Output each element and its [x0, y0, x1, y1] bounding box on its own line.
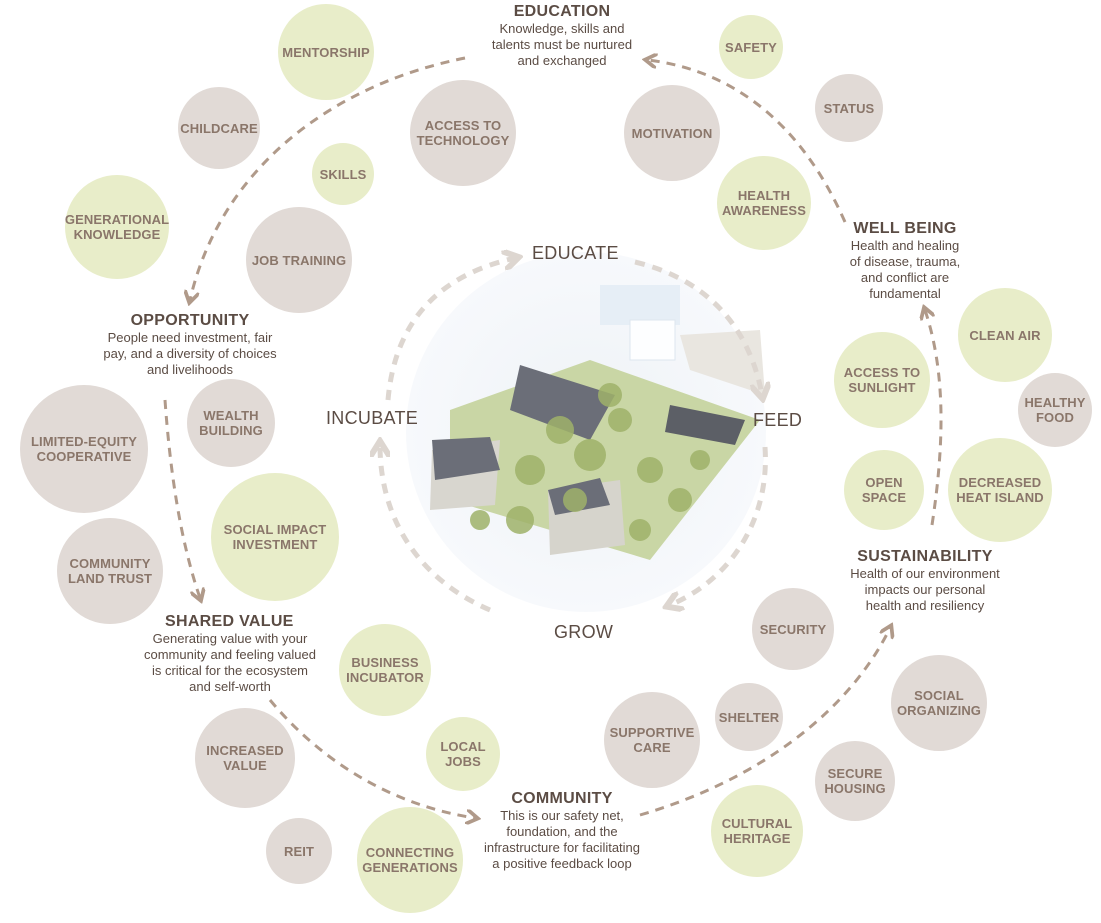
group-title: SUSTAINABILITY [857, 548, 993, 565]
group-desc: This is our safety net, foundation, and … [483, 808, 641, 871]
arrow-sharedvalue-to-community [268, 699, 475, 818]
bubble-label: CHILDCARE [180, 120, 258, 136]
arrow-grow-to-incubate [380, 445, 491, 613]
bubble-local-jobs: LOCAL JOBS [426, 717, 500, 791]
bubble-label: SKILLS [319, 166, 367, 182]
group-title: WELL BEING [853, 220, 957, 237]
bubble-open-space: OPEN SPACE [844, 450, 924, 530]
bubble-community-land-trust: COMMUNITY LAND TRUST [57, 518, 163, 624]
bubble-label: SUPPORTIVE CARE [609, 725, 695, 755]
arrow-community-to-sustainability [639, 628, 890, 817]
arrow-wellbeing-to-education [648, 60, 847, 223]
bubble-label: ACCESS TO TECHNOLOGY [416, 118, 510, 148]
bubble-health-awareness: HEALTH AWARENESS [717, 156, 811, 250]
bubble-skills: SKILLS [312, 143, 374, 205]
arrow-sustainability-to-wellbeing [925, 310, 943, 526]
bubble-label: BUSINESS INCUBATOR [346, 655, 424, 685]
bubble-security: SECURITY [752, 588, 834, 670]
group-desc: Health and healing of disease, trauma, a… [849, 238, 961, 301]
bubble-limited-equity-cooperative: LIMITED-EQUITY COOPERATIVE [20, 385, 148, 513]
bubble-label: CLEAN AIR [969, 327, 1041, 343]
arrow-educate-to-feed [634, 259, 762, 395]
cycle-label-educate: EDUCATE [532, 243, 619, 263]
bubble-clean-air: CLEAN AIR [958, 288, 1052, 382]
bubble-label: WEALTH BUILDING [199, 408, 263, 438]
group-education: EDUCATION Knowledge, skills and talents … [462, 3, 662, 69]
bubble-decreased-heat-island: DECREASED HEAT ISLAND [948, 438, 1052, 542]
bubble-social-impact-investment: SOCIAL IMPACT INVESTMENT [211, 473, 339, 601]
bubble-label: SOCIAL IMPACT INVESTMENT [223, 522, 327, 552]
bubble-healthy-food: HEALTHY FOOD [1018, 373, 1092, 447]
bubble-label: HEALTH AWARENESS [722, 188, 806, 218]
bubble-access-to-sunlight: ACCESS TO SUNLIGHT [834, 332, 930, 428]
group-desc: Knowledge, skills and talents must be nu… [491, 21, 633, 68]
group-desc: Health of our environment impacts our pe… [850, 566, 1000, 613]
bubble-secure-housing: SECURE HOUSING [815, 741, 895, 821]
arrow-education-to-opportunity [190, 56, 466, 300]
bubble-label: JOB TRAINING [251, 252, 347, 268]
group-desc: Generating value with your community and… [144, 631, 316, 694]
bubble-cultural-heritage: CULTURAL HERITAGE [711, 785, 803, 877]
bubble-label: DECREASED HEAT ISLAND [956, 475, 1044, 505]
bubble-status: STATUS [815, 74, 883, 142]
group-title: COMMUNITY [511, 790, 613, 807]
group-desc: People need investment, fair pay, and a … [103, 330, 277, 377]
arrow-opportunity-to-sharedvalue [163, 399, 200, 598]
bubble-generational-knowledge: GENERATIONAL KNOWLEDGE [65, 175, 169, 279]
group-title: OPPORTUNITY [130, 312, 250, 329]
bubble-label: REIT [283, 843, 314, 859]
bubble-label: COMMUNITY LAND TRUST [67, 556, 153, 586]
bubble-label: MOTIVATION [631, 125, 713, 141]
bubble-label: OPEN SPACE [861, 475, 907, 505]
bubble-job-training: JOB TRAINING [246, 207, 352, 313]
bubble-supportive-care: SUPPORTIVE CARE [604, 692, 700, 788]
bubble-label: HEALTHY FOOD [1024, 395, 1086, 425]
group-title: SHARED VALUE [165, 613, 294, 630]
bubble-label: MENTORSHIP [282, 44, 370, 60]
cycle-label-incubate: INCUBATE [326, 408, 419, 428]
group-title: EDUCATION [513, 3, 611, 20]
bubble-childcare: CHILDCARE [178, 87, 260, 169]
bubble-label: ACCESS TO SUNLIGHT [843, 365, 921, 395]
group-opportunity: OPPORTUNITY People need investment, fair… [95, 312, 285, 378]
bubble-increased-value: INCREASED VALUE [195, 708, 295, 808]
bubble-label: GENERATIONAL KNOWLEDGE [64, 212, 170, 242]
group-shared-value: SHARED VALUE Generating value with your … [125, 613, 335, 695]
site-aerial-render [406, 252, 766, 612]
group-community: COMMUNITY This is our safety net, founda… [462, 790, 662, 872]
bubble-label: SECURE HOUSING [824, 766, 886, 796]
bubble-shelter: SHELTER [715, 683, 783, 751]
bubble-mentorship: MENTORSHIP [278, 4, 374, 100]
bubble-access-to-technology: ACCESS TO TECHNOLOGY [410, 80, 516, 186]
bubble-label: SAFETY [725, 39, 777, 55]
cycle-label-feed: FEED [753, 410, 803, 430]
bubble-social-organizing: SOCIAL ORGANIZING [891, 655, 987, 751]
bubble-motivation: MOTIVATION [624, 85, 720, 181]
bubble-label: CONNECTING GENERATIONS [362, 845, 458, 875]
bubble-label: SECURITY [759, 621, 827, 637]
bubble-label: STATUS [823, 100, 875, 116]
bubble-safety: SAFETY [719, 15, 783, 79]
bubble-label: LOCAL JOBS [440, 739, 486, 769]
bubble-label: SHELTER [718, 709, 780, 725]
arrow-feed-to-grow [670, 446, 768, 605]
bubble-label: INCREASED VALUE [206, 743, 284, 773]
group-well-being: WELL BEING Health and healing of disease… [830, 220, 980, 302]
cycle-label-grow: GROW [554, 622, 614, 642]
bubble-connecting-generations: CONNECTING GENERATIONS [357, 807, 463, 913]
bubble-label: LIMITED-EQUITY COOPERATIVE [30, 434, 138, 464]
bubble-reit: REIT [266, 818, 332, 884]
bubble-label: SOCIAL ORGANIZING [896, 688, 982, 718]
bubble-wealth-building: WEALTH BUILDING [187, 379, 275, 467]
bubble-label: CULTURAL HERITAGE [721, 816, 793, 846]
group-sustainability: SUSTAINABILITY Health of our environment… [830, 548, 1020, 614]
bubble-business-incubator: BUSINESS INCUBATOR [339, 624, 431, 716]
